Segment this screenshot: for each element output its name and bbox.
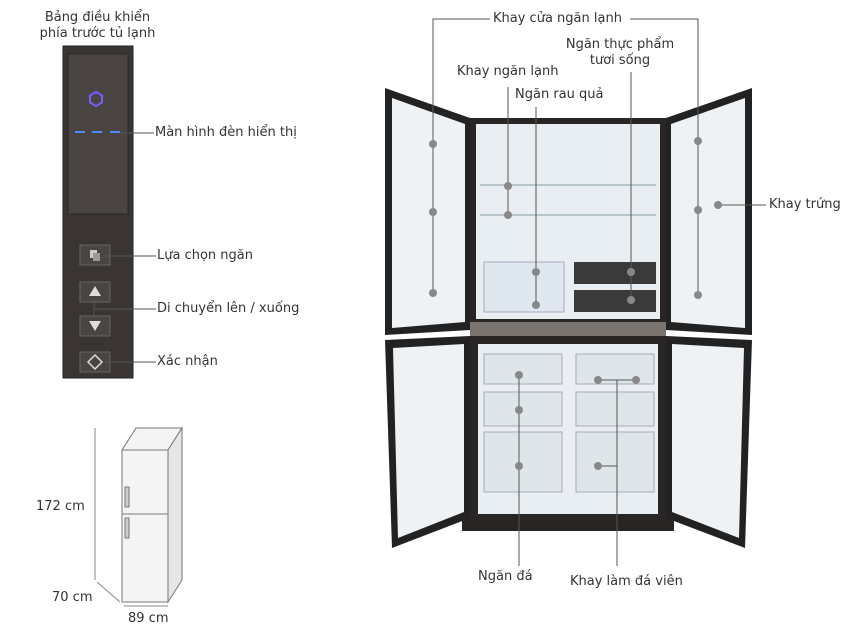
freezer-label: Ngăn đá (478, 569, 533, 584)
shelf-label: Khay ngăn lạnh (457, 64, 559, 79)
vegetable-label: Ngăn rau quả (515, 87, 604, 102)
door-tray-label: Khay cửa ngăn lạnh (493, 11, 622, 26)
egg-tray-label: Khay trứng (769, 197, 841, 212)
select-compartment-label: Lựa chọn ngăn (157, 248, 253, 263)
title-line-1: Bảng điều khiển (44, 10, 151, 25)
control-panel (62, 45, 134, 379)
dimension-drawing (94, 426, 183, 607)
fresh-line-1: Ngăn thực phẩm (565, 37, 675, 52)
panel-leader-lines (93, 132, 156, 363)
marker-dots (429, 137, 722, 470)
fresh-food-label: Ngăn thực phẩm tươi sống (555, 37, 685, 69)
confirm-label: Xác nhận (157, 354, 218, 369)
diamond-icon (86, 353, 104, 371)
depth-dimension: 70 cm (52, 590, 93, 605)
fridge-leader-lines (432, 18, 766, 566)
height-dimension: 172 cm (36, 499, 85, 514)
arrow-up-icon (89, 286, 101, 296)
refrigerator (385, 88, 752, 548)
control-panel-title: Bảng điều khiển phía trước tủ lạnh (20, 10, 175, 42)
title-line-2: phía trước tủ lạnh (39, 26, 156, 41)
width-dimension: 89 cm (128, 611, 169, 626)
ice-tray-label: Khay làm đá viên (570, 574, 683, 589)
hexagon-logo-icon (89, 90, 103, 108)
move-label: Di chuyển lên / xuống (157, 301, 300, 316)
arrow-down-icon (89, 321, 101, 331)
display-label: Màn hình đèn hiển thị (155, 125, 297, 140)
fresh-line-2: tươi sống (589, 53, 651, 68)
